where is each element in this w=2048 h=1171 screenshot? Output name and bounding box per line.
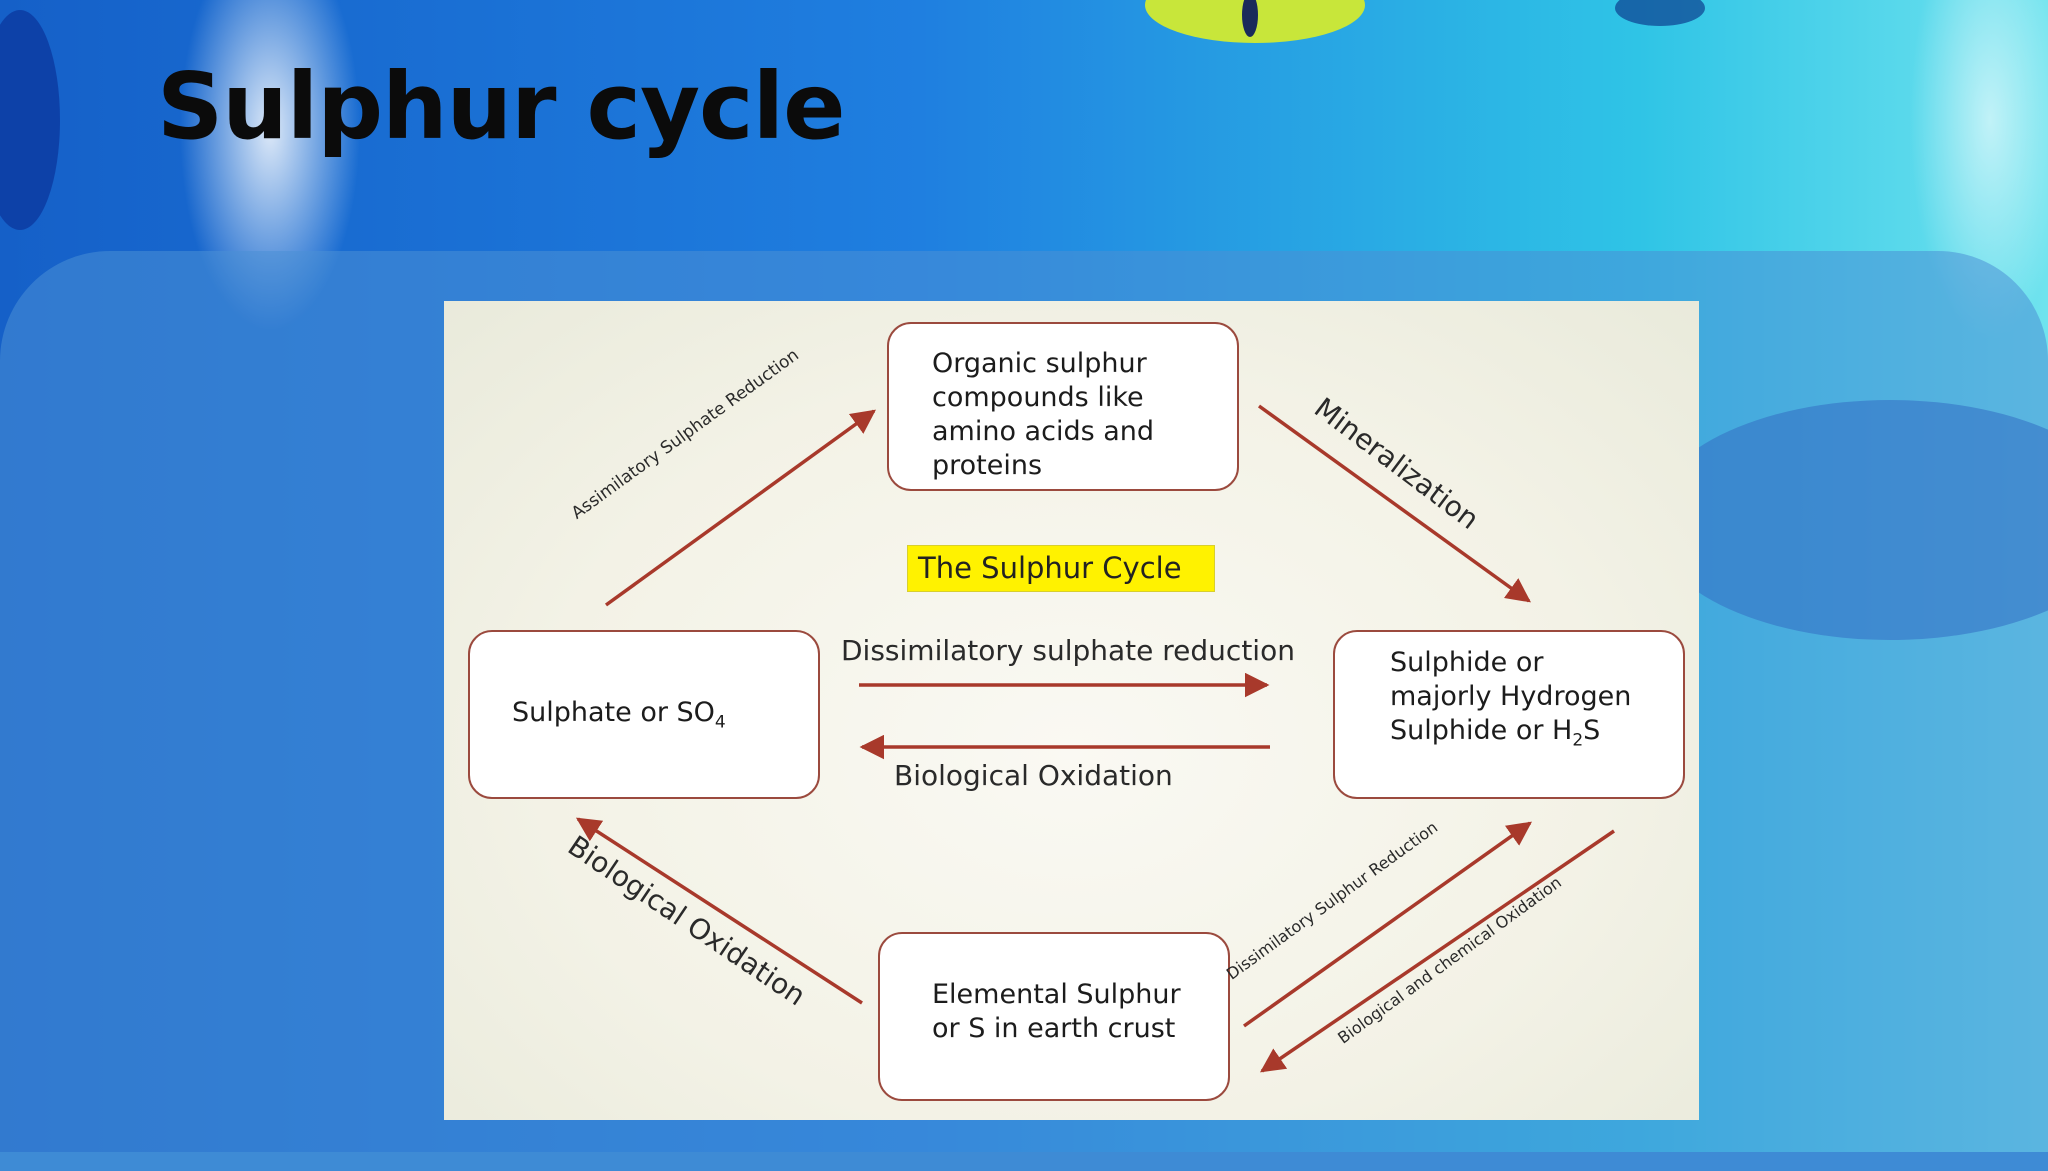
node-sulphate: Sulphate or SO4: [468, 630, 820, 799]
node-organic-sulphur: Organic sulphur compounds like amino aci…: [887, 322, 1239, 491]
label-biological-oxidation-middle: Biological Oxidation: [894, 759, 1173, 792]
sulphide-text-end: S: [1583, 715, 1601, 746]
arrow-mineralization: [1257, 404, 1531, 603]
node-elemental-sulphur: Elemental Sulphur or S in earth crust: [878, 932, 1230, 1101]
arrows-layer: [575, 404, 1615, 1073]
node-organic-line-1: Organic sulphur: [932, 348, 1147, 379]
slide-title: Sulphur cycle: [157, 53, 846, 160]
node-elemental-line-2: or S in earth crust: [932, 1013, 1176, 1044]
node-organic-line-3: amino acids and: [932, 416, 1155, 447]
sulphide-subscript: 2: [1572, 730, 1584, 751]
node-sulphide-line-3: Sulphide or H2S: [1390, 714, 1683, 757]
node-sulphide-line-2: majorly Hydrogen: [1390, 681, 1632, 712]
sulphate-subscript: 4: [714, 712, 726, 733]
node-sulphide-line-1: Sulphide or: [1390, 647, 1544, 678]
sulphide-text: Sulphide or H: [1390, 715, 1573, 746]
diagram-heading: The Sulphur Cycle: [907, 545, 1215, 592]
arrow-biological-oxidation-left: [575, 817, 863, 1005]
node-elemental-line-1: Elemental Sulphur: [932, 979, 1181, 1010]
sulphate-text: Sulphate or SO: [512, 697, 715, 728]
arrow-dissimilatory-sulphur: [1242, 821, 1532, 1028]
node-organic-line-2: compounds like: [932, 382, 1144, 413]
node-organic-line-4: proteins: [932, 450, 1043, 481]
node-sulphide: Sulphide or majorly Hydrogen Sulphide or…: [1333, 630, 1685, 799]
label-dissimilatory-sulphate: Dissimilatory sulphate reduction: [841, 634, 1295, 667]
arrow-assimilatory: [604, 409, 876, 607]
node-sulphate-label: Sulphate or SO4: [512, 696, 818, 739]
arrow-bio-chem-oxidation: [1259, 829, 1615, 1073]
sulphur-cycle-diagram: Organic sulphur compounds like amino aci…: [444, 301, 1699, 1120]
